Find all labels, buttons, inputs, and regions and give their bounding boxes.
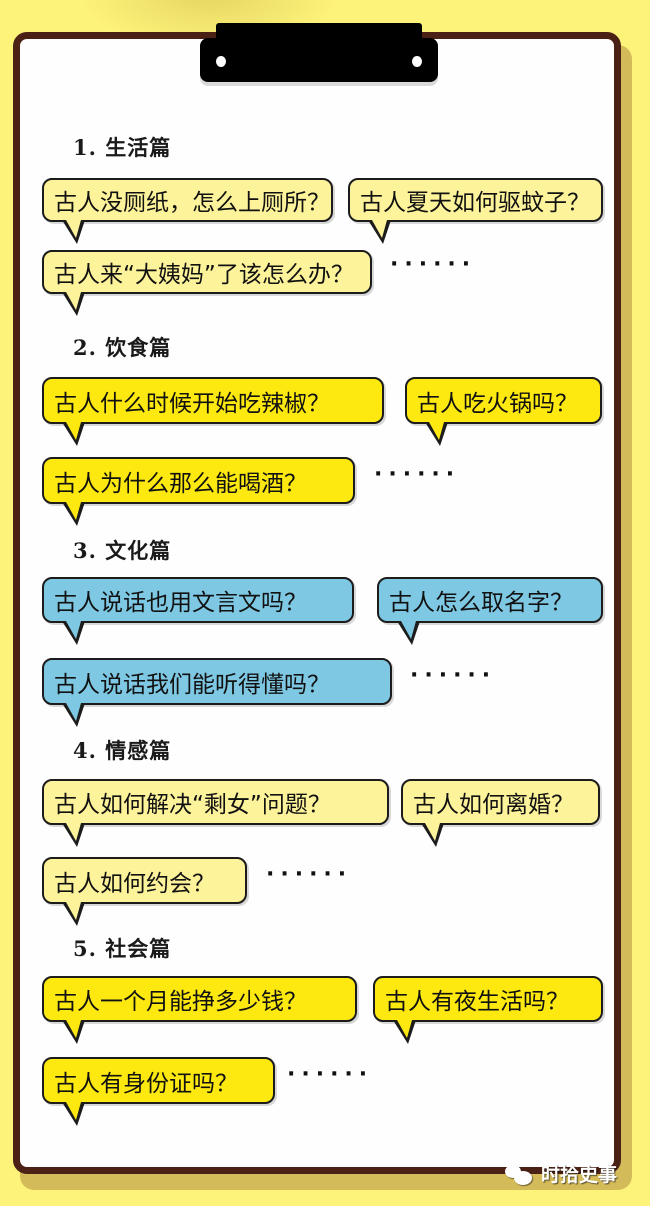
more-ellipsis: ······ [266, 862, 353, 887]
section-title-food: 2. 饮食篇 [73, 335, 172, 360]
question-bubble[interactable]: 古人吃火锅吗？ [405, 377, 602, 446]
bubble-tail-fill [401, 621, 416, 639]
question-text: 古人说话我们能听得懂吗？ [54, 671, 330, 698]
bubble-tail-fill [425, 823, 440, 841]
clip-hole-right [412, 56, 422, 67]
bubble-tail-fill [429, 422, 444, 440]
question-bubble[interactable]: 古人说话也用文言文吗？ [42, 577, 354, 645]
question-text: 古人说话也用文言文吗？ [54, 590, 307, 616]
question-bubble[interactable]: 古人怎么取名字？ [377, 577, 603, 645]
question-bubble[interactable]: 古人有身份证吗？ [42, 1057, 275, 1126]
bubble-tail-fill [66, 621, 81, 639]
question-text: 古人吃火锅吗？ [417, 390, 578, 417]
section-title-life: 1. 生活篇 [73, 135, 172, 160]
question-text: 古人来“大姨妈”了该怎么办？ [54, 262, 354, 288]
clipboard-clip [200, 38, 438, 82]
bubble-tail-fill [66, 220, 81, 238]
watermark: 时拾史事 [505, 1160, 617, 1187]
question-text: 古人有身份证吗？ [54, 1070, 238, 1097]
question-bubble[interactable]: 古人夏天如何驱蚊子？ [348, 178, 603, 244]
section-title-emotion: 4. 情感篇 [73, 738, 172, 763]
more-ellipsis: ······ [390, 252, 477, 277]
section-title-culture: 3. 文化篇 [73, 538, 172, 563]
clip-hole-left [216, 56, 226, 67]
question-text: 古人一个月能挣多少钱？ [54, 989, 307, 1015]
bubble-tail-fill [372, 220, 387, 238]
bubble-tail-fill [66, 823, 81, 841]
question-text: 古人如何离婚？ [413, 792, 574, 818]
question-bubble[interactable]: 古人一个月能挣多少钱？ [42, 976, 357, 1044]
question-bubble[interactable]: 古人来“大姨妈”了该怎么办？ [42, 250, 372, 316]
wechat-icon [505, 1163, 533, 1185]
bubble-tail-fill [66, 502, 81, 520]
bubble-tail-fill [66, 422, 81, 440]
question-text: 古人如何解决“剩女”问题？ [54, 792, 331, 818]
bubble-tail-fill [66, 902, 81, 920]
bubble-tail-fill [66, 1020, 81, 1038]
question-bubble[interactable]: 古人如何解决“剩女”问题？ [42, 779, 389, 847]
question-text: 古人没厕纸，怎么上厕所？ [54, 190, 330, 216]
bubble-tail-fill [66, 292, 81, 310]
more-ellipsis: ······ [410, 663, 497, 688]
watermark-text: 时拾史事 [541, 1164, 618, 1186]
bubble-tail-fill [66, 1102, 81, 1120]
bubble-tail-fill [66, 703, 81, 721]
question-text: 古人夏天如何驱蚊子？ [360, 190, 590, 216]
bubble-tail-fill [397, 1020, 412, 1038]
question-text: 古人如何约会？ [54, 870, 215, 897]
question-bubble[interactable]: 古人没厕纸，怎么上厕所？ [42, 178, 333, 244]
question-text: 古人为什么那么能喝酒？ [54, 470, 307, 497]
question-text: 古人有夜生活吗？ [385, 989, 569, 1015]
question-text: 古人怎么取名字？ [389, 590, 573, 616]
question-bubble[interactable]: 古人什么时候开始吃辣椒？ [42, 377, 384, 446]
question-bubble[interactable]: 古人如何离婚？ [401, 779, 600, 847]
question-text: 古人什么时候开始吃辣椒？ [54, 390, 330, 417]
more-ellipsis: ······ [374, 462, 461, 487]
question-bubble[interactable]: 古人说话我们能听得懂吗？ [42, 658, 392, 727]
question-bubble[interactable]: 古人有夜生活吗？ [373, 976, 603, 1044]
more-ellipsis: ······ [287, 1062, 374, 1087]
question-bubble[interactable]: 古人如何约会？ [42, 857, 247, 926]
question-bubble[interactable]: 古人为什么那么能喝酒？ [42, 457, 355, 526]
section-title-society: 5. 社会篇 [73, 936, 172, 961]
